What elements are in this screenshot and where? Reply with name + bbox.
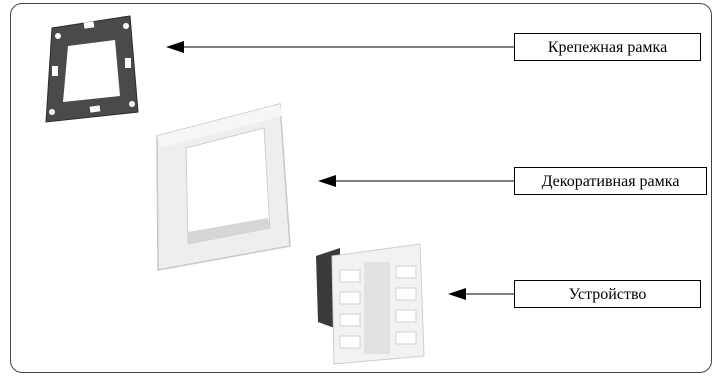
arrow-device: [448, 288, 514, 300]
mount-frame-label: Крепежная рамка: [514, 33, 701, 61]
mounting-frame-image: [45, 15, 139, 123]
arrow-decorative-frame: [318, 175, 514, 187]
diagram-border: [10, 3, 712, 373]
decorative-frame-label: Декоративная рамка: [514, 167, 707, 195]
arrow-mount-frame: [166, 41, 514, 53]
device-label: Устройство: [514, 280, 701, 308]
decorative-frame-image: [156, 103, 291, 271]
device-image: [316, 243, 425, 365]
